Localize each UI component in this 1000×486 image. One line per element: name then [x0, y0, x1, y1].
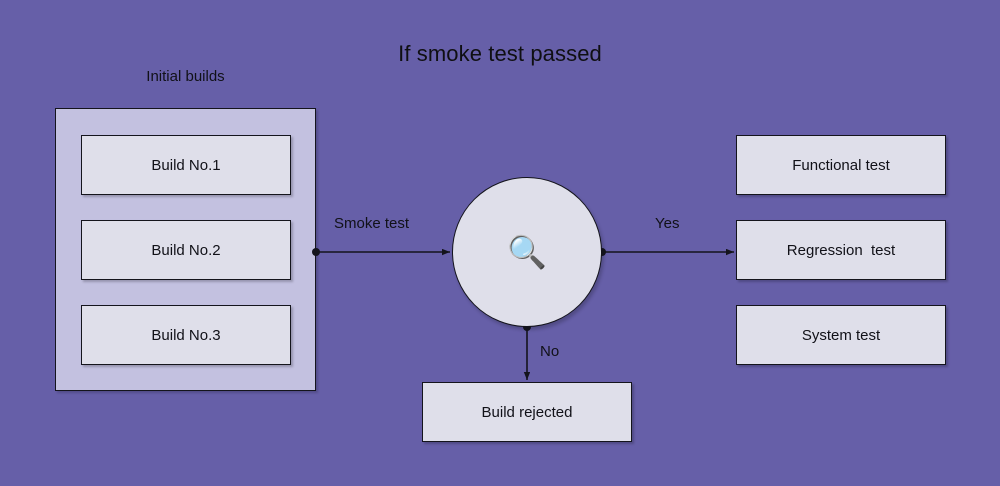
- outcome-node[interactable]: Regression test: [736, 220, 946, 280]
- outcome-node[interactable]: System test: [736, 305, 946, 365]
- edge-smoke-test: [312, 248, 450, 256]
- initial-builds-label: Initial builds: [146, 68, 225, 85]
- build-node[interactable]: Build No.1: [81, 135, 291, 195]
- edge-yes: [598, 248, 734, 256]
- magnifier-icon: 🔍: [507, 234, 547, 270]
- diagram-title: If smoke test passed: [398, 41, 602, 66]
- edge-label-yes: Yes: [655, 215, 680, 232]
- build-node[interactable]: Build No.3: [81, 305, 291, 365]
- build-node[interactable]: Build No.2: [81, 220, 291, 280]
- smoke-test-decision-node[interactable]: 🔍: [452, 177, 602, 327]
- build-rejected-node[interactable]: Build rejected: [422, 382, 632, 442]
- edge-label-smoke-test: Smoke test: [334, 215, 410, 232]
- edge-no: [523, 323, 531, 380]
- outcome-node[interactable]: Functional test: [736, 135, 946, 195]
- edge-label-no: No: [540, 343, 560, 360]
